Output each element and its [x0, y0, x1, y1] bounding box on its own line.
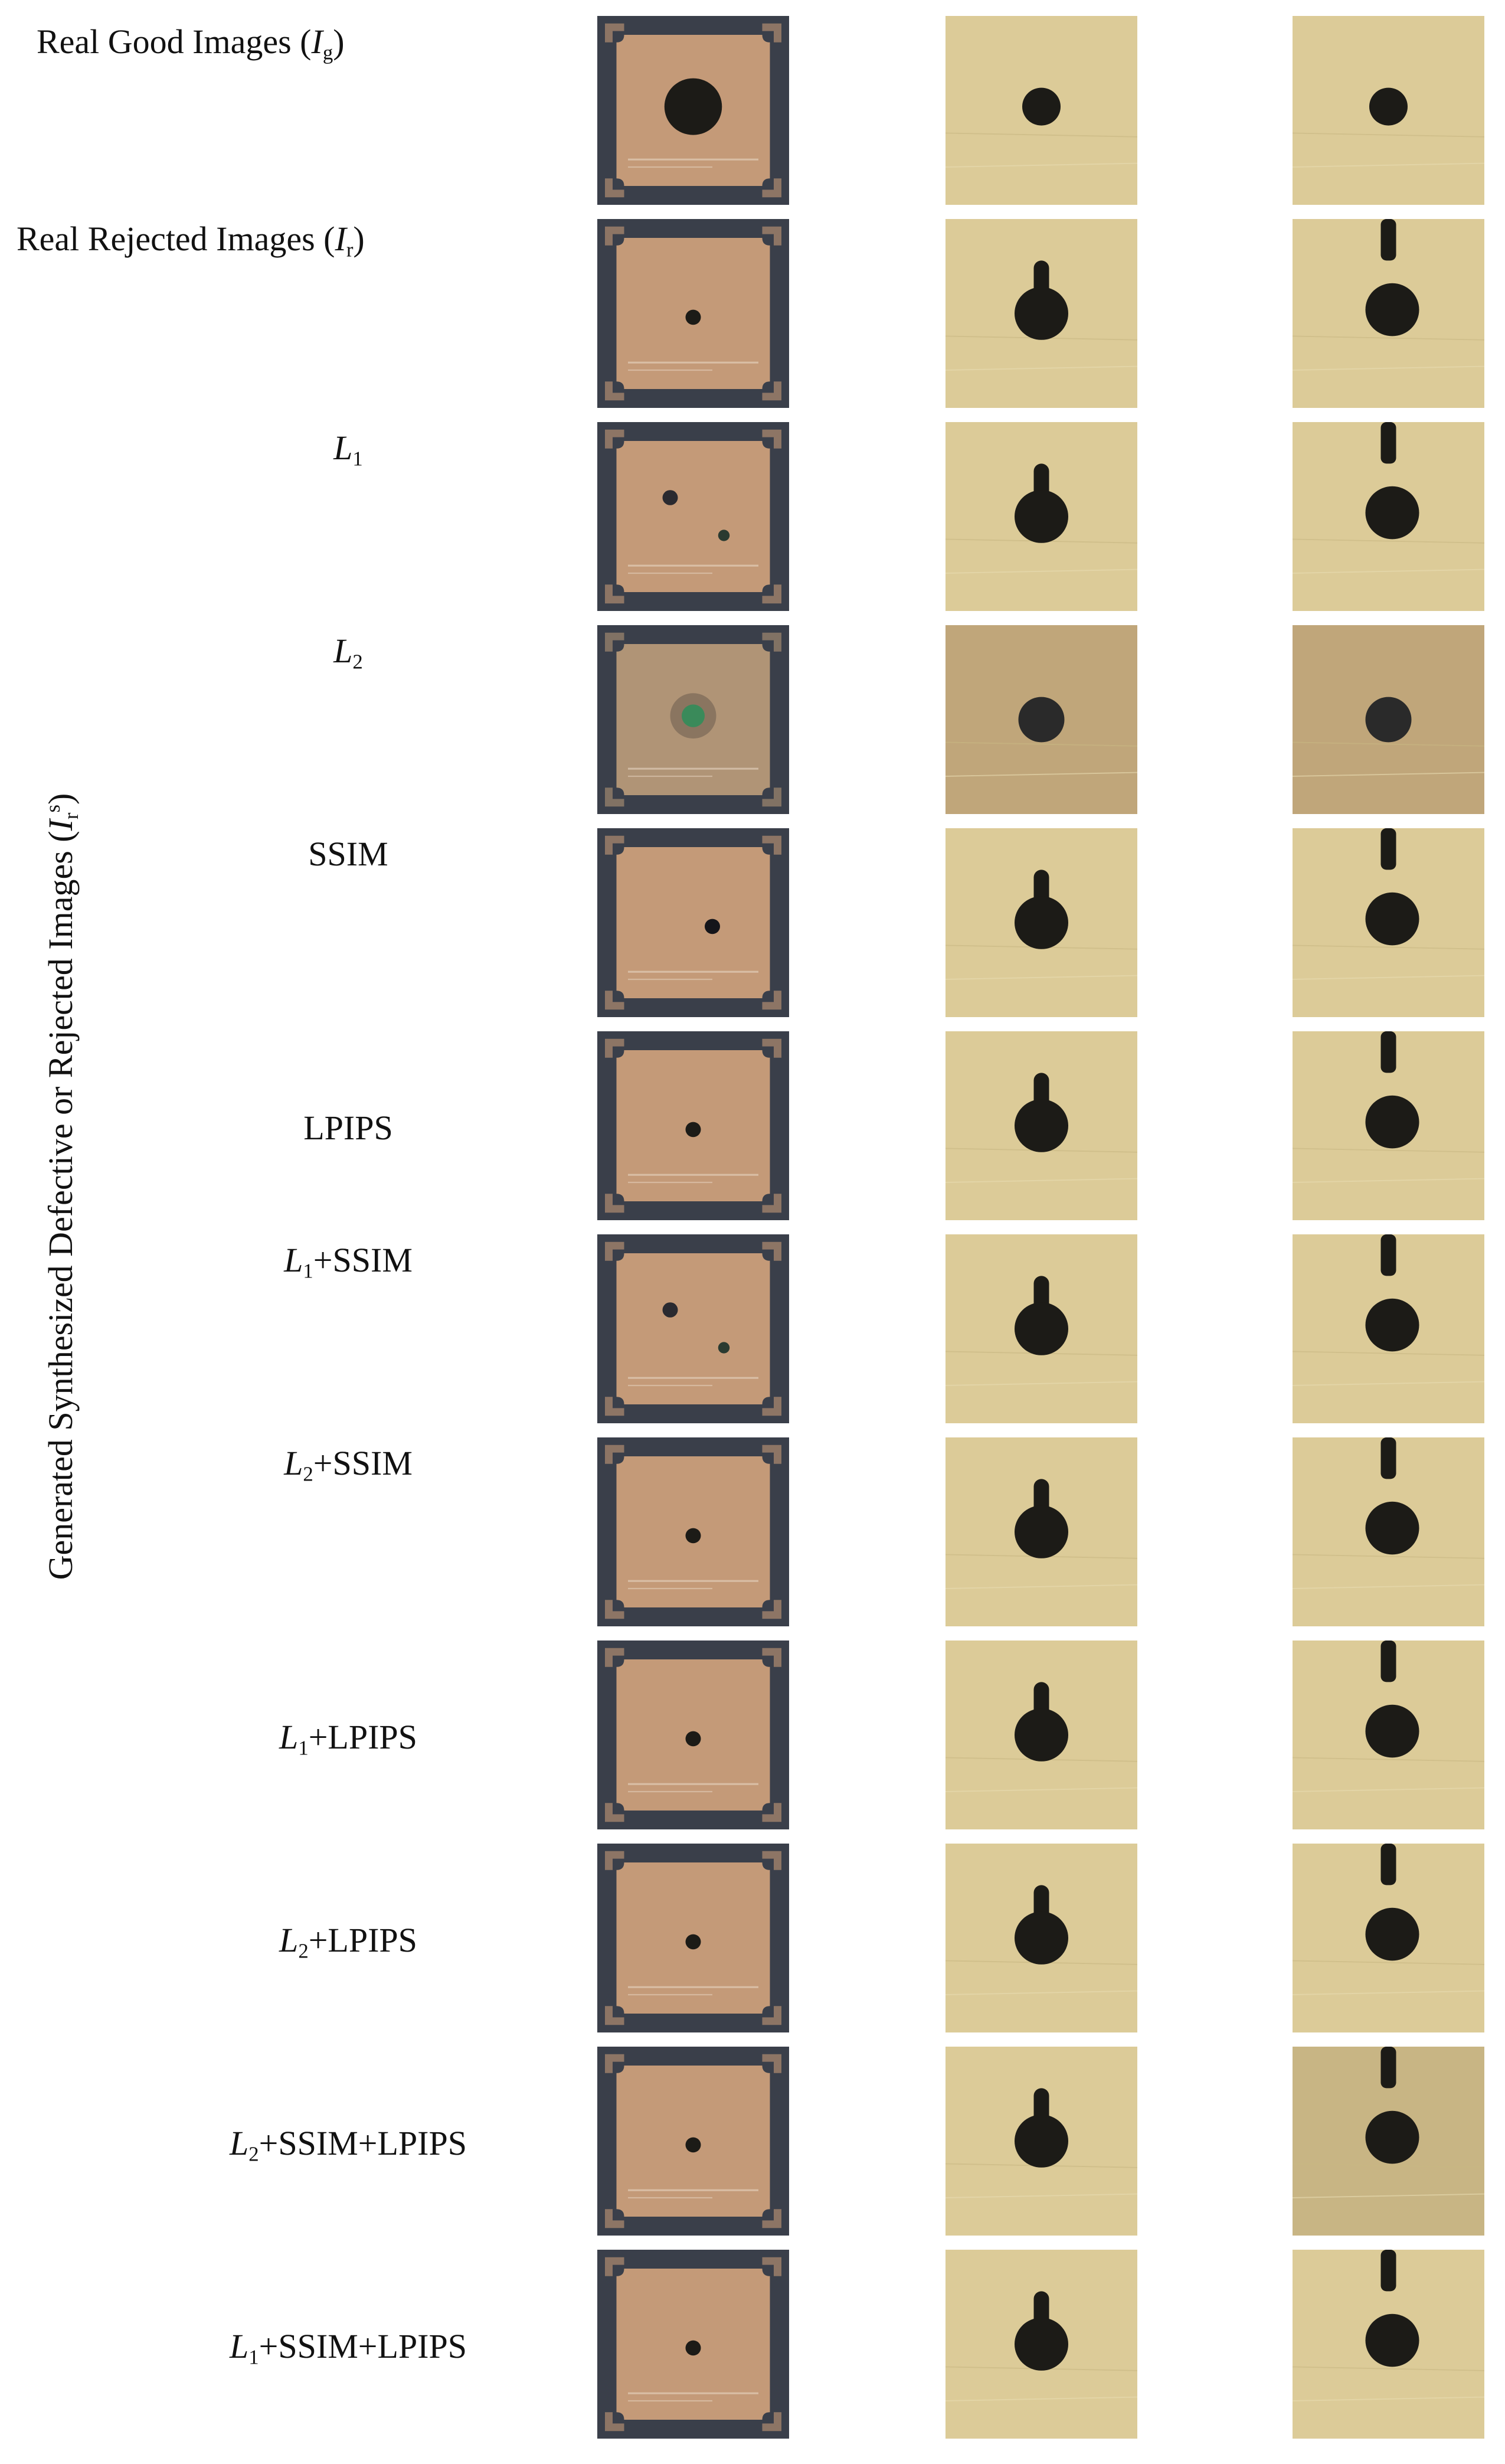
image-tile-r7-c2	[945, 1234, 1137, 1423]
image-tile-r3-c1	[597, 422, 789, 611]
image-tile-r7-c1	[597, 1234, 789, 1423]
image-tile-r12-c2	[945, 2250, 1137, 2439]
row-label-9: L1+LPIPS	[279, 1718, 417, 1760]
image-tile-r1-c2	[945, 16, 1137, 205]
row-label-12: L1+SSIM+LPIPS	[229, 2327, 467, 2369]
image-tile-r6-c3	[1293, 1031, 1484, 1220]
row-label-5: SSIM	[308, 835, 388, 873]
image-tile-r5-c1	[597, 828, 789, 1017]
image-tile-r10-c3	[1293, 1844, 1484, 2032]
image-tile-r2-c1	[597, 219, 789, 408]
image-tile-r5-c3	[1293, 828, 1484, 1017]
image-tile-r6-c1	[597, 1031, 789, 1220]
row-label-10: L2+LPIPS	[279, 1921, 417, 1963]
image-tile-r2-c2	[945, 219, 1137, 408]
image-tile-r12-c3	[1293, 2250, 1484, 2439]
image-tile-r10-c2	[945, 1844, 1137, 2032]
image-tile-r12-c1	[597, 2250, 789, 2439]
image-tile-r9-c3	[1293, 1641, 1484, 1829]
image-tile-r9-c1	[597, 1641, 789, 1829]
image-tile-r11-c1	[597, 2047, 789, 2236]
image-tile-r5-c2	[945, 828, 1137, 1017]
row-label-8: L2+SSIM	[284, 1444, 413, 1486]
image-tile-r4-c2	[945, 625, 1137, 814]
row-label-3: L1	[333, 429, 363, 470]
image-tile-r10-c1	[597, 1844, 789, 2032]
row-label-1: Real Good Images (Ig)	[37, 22, 345, 64]
row-label-11: L2+SSIM+LPIPS	[229, 2124, 467, 2166]
row-label-6: LPIPS	[303, 1109, 393, 1147]
image-tile-r6-c2	[945, 1031, 1137, 1220]
image-tile-r8-c3	[1293, 1437, 1484, 1626]
image-tile-r1-c1	[597, 16, 789, 205]
image-tile-r7-c3	[1293, 1234, 1484, 1423]
row-label-7: L1+SSIM	[284, 1241, 413, 1283]
image-tile-r8-c1	[597, 1437, 789, 1626]
image-tile-r11-c2	[945, 2047, 1137, 2236]
image-tile-r4-c3	[1293, 625, 1484, 814]
image-tile-r11-c3	[1293, 2047, 1484, 2236]
image-tile-r2-c3	[1293, 219, 1484, 408]
row-label-4: L2	[333, 632, 363, 674]
image-tile-r3-c2	[945, 422, 1137, 611]
image-tile-r9-c2	[945, 1641, 1137, 1829]
image-tile-r1-c3	[1293, 16, 1484, 205]
image-tile-r8-c2	[945, 1437, 1137, 1626]
image-tile-r3-c3	[1293, 422, 1484, 611]
image-tile-r4-c1	[597, 625, 789, 814]
row-label-2: Real Rejected Images (Ir)	[17, 220, 365, 262]
